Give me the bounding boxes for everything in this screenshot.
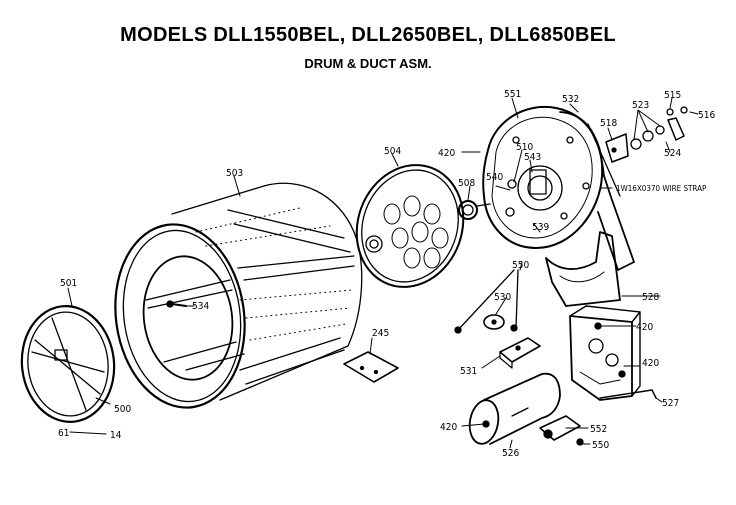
callout-420-top: 420 bbox=[438, 148, 455, 159]
callout-523: 523 bbox=[632, 100, 649, 111]
callout-524: 524 bbox=[664, 148, 681, 159]
callout-532: 532 bbox=[562, 94, 579, 105]
callout-527: 527 bbox=[662, 398, 679, 409]
callout-539: 539 bbox=[532, 222, 549, 233]
callout-526: 526 bbox=[502, 448, 519, 459]
bearing-508 bbox=[458, 200, 491, 220]
bracket-527 bbox=[569, 305, 657, 401]
heater-526 bbox=[468, 372, 561, 445]
fuse-531 bbox=[499, 337, 541, 369]
thermostat-530 bbox=[454, 269, 519, 334]
callout-550-top: 550 bbox=[512, 260, 529, 271]
idler-parts-group bbox=[605, 106, 688, 163]
callout-510: 510 bbox=[516, 142, 533, 153]
callout-543: 543 bbox=[524, 152, 541, 163]
callout-515: 515 bbox=[664, 90, 681, 101]
terminal-block-552 bbox=[539, 415, 584, 446]
callout-500: 500 bbox=[114, 404, 131, 415]
drum-503 bbox=[114, 182, 363, 409]
callout-wire-strap: 1W16X0370 WIRE STRAP bbox=[616, 184, 707, 193]
callout-420-right-lower: 420 bbox=[642, 358, 659, 369]
callout-14: 14 bbox=[110, 430, 122, 441]
callout-504: 504 bbox=[384, 146, 401, 157]
duct-528 bbox=[545, 231, 621, 307]
callout-551: 551 bbox=[504, 89, 521, 100]
callout-61: 61 bbox=[58, 428, 69, 439]
callout-503: 503 bbox=[226, 168, 243, 179]
callout-528: 528 bbox=[642, 292, 659, 303]
callout-508: 508 bbox=[458, 178, 475, 189]
callout-516: 516 bbox=[698, 110, 715, 121]
callout-420-right-upper: 420 bbox=[636, 322, 653, 333]
callout-labels: 501 500 61 14 503 534 504 245 551 532 51… bbox=[58, 89, 715, 459]
leader-lines bbox=[67, 97, 699, 449]
callout-420-bottom: 420 bbox=[440, 422, 457, 433]
callout-550-bottom: 550 bbox=[592, 440, 609, 451]
callout-540: 540 bbox=[486, 172, 503, 183]
callout-530: 530 bbox=[494, 292, 511, 303]
callout-534: 534 bbox=[192, 301, 209, 312]
callout-552: 552 bbox=[590, 424, 607, 435]
bracket-245 bbox=[343, 351, 399, 383]
drum-rear-panel-504 bbox=[355, 164, 465, 288]
rear-bulkhead-551 bbox=[482, 105, 635, 271]
callout-501: 501 bbox=[60, 278, 77, 289]
bulkhead-ring-501 bbox=[20, 305, 116, 423]
diagram-title: MODELS DLL1550BEL, DLL2650BEL, DLL6850BE… bbox=[120, 24, 616, 46]
diagram-subtitle: DRUM & DUCT ASM. bbox=[304, 56, 432, 71]
callout-518: 518 bbox=[600, 118, 617, 129]
callout-245: 245 bbox=[372, 328, 389, 339]
callout-531: 531 bbox=[460, 366, 477, 377]
